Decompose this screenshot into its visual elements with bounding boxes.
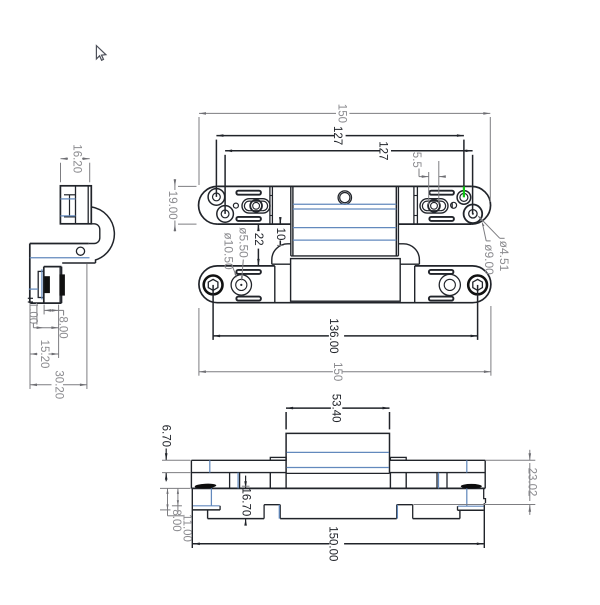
- svg-text:150: 150: [336, 104, 348, 123]
- svg-text:8.00: 8.00: [57, 316, 69, 338]
- svg-text:127: 127: [331, 126, 343, 145]
- svg-text:23.02: 23.02: [525, 468, 537, 497]
- svg-text:11.00: 11.00: [180, 514, 192, 542]
- svg-text:8.00: 8.00: [170, 509, 182, 531]
- svg-text:30.20: 30.20: [52, 370, 64, 399]
- svg-text:ø4.51: ø4.51: [497, 241, 511, 272]
- svg-text:10: 10: [274, 228, 286, 241]
- svg-text:53.40: 53.40: [330, 394, 342, 423]
- svg-text:136.00: 136.00: [327, 318, 339, 353]
- svg-text:19.00: 19.00: [166, 191, 178, 220]
- svg-text:127: 127: [376, 141, 388, 160]
- svg-text:15.20: 15.20: [38, 340, 50, 369]
- svg-text:6.70: 6.70: [160, 425, 172, 447]
- svg-text:150.00: 150.00: [327, 526, 339, 561]
- svg-text:150: 150: [331, 362, 343, 381]
- svg-text:5.5: 5.5: [410, 152, 422, 168]
- svg-text:ø9.00: ø9.00: [482, 244, 496, 275]
- svg-text:16.70: 16.70: [239, 488, 251, 517]
- svg-text:1.00: 1.00: [27, 302, 39, 324]
- svg-text:22: 22: [252, 233, 264, 246]
- svg-text:16.20: 16.20: [71, 144, 83, 173]
- svg-text:ø5.50: ø5.50: [236, 227, 250, 258]
- svg-text:ø10.50: ø10.50: [222, 232, 236, 270]
